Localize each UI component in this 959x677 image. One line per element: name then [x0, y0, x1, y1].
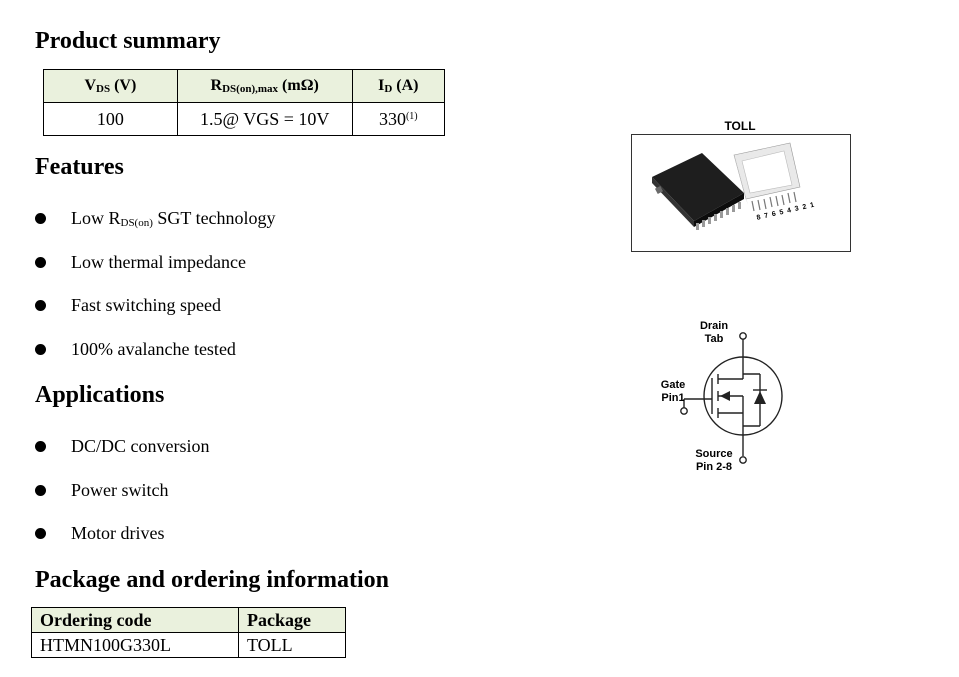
cell-id: 330(1): [351, 102, 446, 136]
ordering-heading: Package and ordering information: [35, 567, 389, 593]
features-heading: Features: [35, 154, 124, 180]
ordering-table: Ordering code Package HTMN100G330L TOLL: [31, 607, 346, 658]
summary-header-row: VDS (V) RDS(on),max (mΩ) ID (A): [43, 69, 446, 103]
list-item: Fast switching speed: [35, 294, 435, 338]
list-item: Low RDS(on) SGT technology: [35, 207, 435, 251]
cell-rds: 1.5@ VGS = 10V: [176, 102, 353, 136]
list-item: 100% avalanche tested: [35, 338, 435, 382]
cell-vds: 100: [43, 102, 178, 136]
product-summary-table: VDS (V) RDS(on),max (mΩ) ID (A) 100 1.5@…: [43, 69, 446, 136]
product-summary-heading: Product summary: [35, 28, 221, 54]
bullet-icon: [35, 213, 46, 224]
toll-package-illustration: [652, 142, 801, 230]
bullet-icon: [35, 484, 46, 496]
bullet-icon: [35, 256, 46, 268]
header-rds: RDS(on),max (mΩ): [176, 69, 353, 103]
bullet-icon: [35, 528, 46, 539]
package-image: 8 7 6 5 4 3 2 1: [631, 134, 851, 252]
applications-heading: Applications: [35, 382, 165, 408]
cell-ordering-code: HTMN100G330L: [31, 632, 239, 658]
applications-list: DC/DC conversion Power switch Motor driv…: [35, 435, 435, 566]
package-label: TOLL: [724, 119, 756, 133]
header-ordering-code: Ordering code: [31, 607, 239, 633]
ordering-data-row: HTMN100G330L TOLL: [31, 632, 346, 658]
bullet-icon: [35, 300, 46, 311]
header-id: ID (A): [351, 69, 446, 103]
cell-package: TOLL: [238, 632, 346, 658]
mosfet-schematic-symbol: [680, 332, 783, 464]
bullet-icon: [35, 343, 46, 355]
ordering-header-row: Ordering code Package: [31, 607, 346, 633]
list-item: DC/DC conversion: [35, 435, 435, 479]
header-package: Package: [238, 607, 346, 633]
summary-data-row: 100 1.5@ VGS = 10V 330(1): [43, 102, 446, 136]
list-item: Low thermal impedance: [35, 251, 435, 295]
bullet-icon: [35, 441, 46, 452]
header-vds: VDS (V): [43, 69, 178, 103]
list-item: Power switch: [35, 479, 435, 523]
features-list: Low RDS(on) SGT technology Low thermal i…: [35, 207, 435, 381]
list-item: Motor drives: [35, 522, 435, 566]
